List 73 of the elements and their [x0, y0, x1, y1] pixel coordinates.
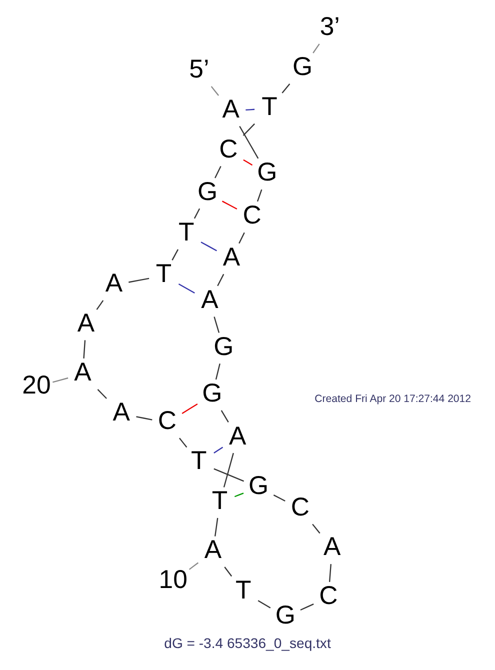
- connector: [83, 340, 86, 358]
- node-text: C: [290, 493, 310, 522]
- connector: [188, 562, 199, 570]
- node-text: G: [214, 332, 234, 361]
- connector: [246, 108, 255, 111]
- node-text: G: [292, 53, 313, 82]
- caption: dG = -3.4 65336_0_seq.txt: [164, 634, 331, 651]
- node-text: C: [219, 135, 238, 164]
- connector: [178, 283, 195, 294]
- connector: [215, 363, 220, 380]
- node-text: G: [248, 472, 269, 500]
- connector: [222, 200, 238, 210]
- connector: [52, 377, 68, 383]
- connector: [328, 564, 332, 582]
- connector: [182, 404, 198, 414]
- node-text: G: [197, 178, 218, 206]
- node-text: G: [275, 601, 296, 630]
- connector: [200, 242, 217, 252]
- node-text: T: [191, 447, 207, 476]
- node-text: T: [156, 260, 172, 288]
- node-text: A: [229, 422, 246, 450]
- connector: [282, 84, 290, 94]
- connector: [312, 44, 320, 54]
- connector: [210, 86, 220, 96]
- connector: [223, 452, 234, 488]
- node-text: A: [105, 270, 123, 298]
- node-text: A: [222, 243, 240, 272]
- connector: [214, 518, 218, 536]
- node-text: T: [236, 576, 252, 604]
- connector: [214, 468, 244, 482]
- connector: [214, 316, 220, 333]
- node-text: A: [112, 398, 130, 426]
- node-text: T: [262, 92, 278, 121]
- connector: [194, 208, 200, 219]
- node-text: G: [202, 380, 222, 408]
- node-text: A: [74, 358, 92, 387]
- connector: [172, 249, 179, 260]
- node-text: 20: [22, 371, 51, 400]
- node-text: A: [222, 96, 240, 124]
- connector: [214, 166, 222, 178]
- connector: [179, 438, 188, 448]
- node-text: A: [204, 536, 222, 564]
- node-text: G: [257, 158, 278, 187]
- connector: [258, 600, 271, 608]
- connector: [243, 159, 253, 166]
- label: Created Fri Apr 20 17:27:44 2012: [314, 392, 472, 405]
- node-text: C: [158, 407, 176, 436]
- connector: [239, 126, 259, 159]
- node-text: 10: [158, 566, 188, 594]
- connector: [214, 446, 224, 454]
- connector: [242, 123, 255, 136]
- connector: [273, 494, 286, 502]
- connector: [136, 416, 152, 420]
- connector: [96, 300, 104, 310]
- connector: [220, 410, 229, 422]
- connector: [300, 604, 314, 611]
- node-text: T: [178, 218, 194, 247]
- node-text: A: [77, 309, 95, 338]
- connector: [234, 492, 244, 498]
- connector: [238, 232, 245, 244]
- node-text: A: [201, 286, 218, 314]
- node-text: 5’: [189, 56, 210, 84]
- connector: [97, 389, 107, 399]
- connector: [256, 189, 262, 202]
- connector: [312, 524, 320, 534]
- node-text: C: [319, 582, 338, 610]
- node-text: A: [324, 533, 341, 562]
- connector: [217, 274, 224, 286]
- node-text: T: [212, 487, 228, 516]
- node-text: 3’: [320, 13, 340, 42]
- connector: [224, 566, 232, 577]
- connector: [128, 278, 150, 283]
- node-text: C: [242, 202, 262, 230]
